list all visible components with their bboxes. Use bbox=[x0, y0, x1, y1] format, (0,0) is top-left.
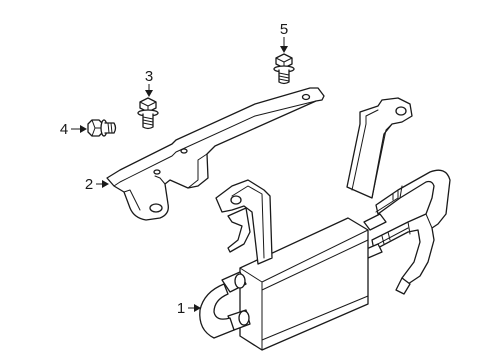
callout-3: 3 bbox=[145, 68, 153, 97]
callout-label-3: 3 bbox=[145, 68, 153, 85]
bolt-3 bbox=[137, 97, 159, 130]
callout-label-5: 5 bbox=[280, 21, 288, 38]
callout-4: 4 bbox=[60, 121, 87, 138]
bolt-4 bbox=[87, 119, 117, 137]
callout-label-4: 4 bbox=[60, 121, 68, 138]
bolt-5 bbox=[273, 53, 295, 85]
oil-cooler-1 bbox=[199, 97, 451, 351]
callout-5: 5 bbox=[280, 21, 288, 53]
callout-label-1: 1 bbox=[177, 300, 185, 317]
callout-label-2: 2 bbox=[85, 176, 93, 193]
callout-1: 1 bbox=[177, 300, 201, 317]
bracket-2 bbox=[106, 87, 325, 221]
callout-2: 2 bbox=[85, 176, 109, 193]
